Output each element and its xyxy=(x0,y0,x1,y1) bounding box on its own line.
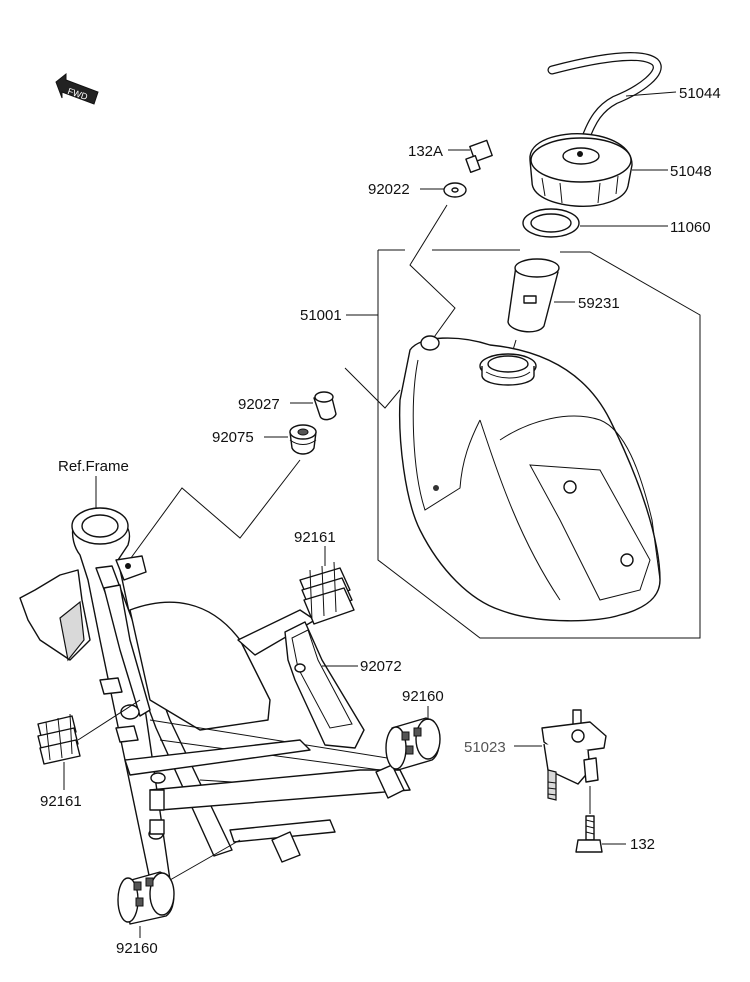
damper-92161-left xyxy=(37,699,141,790)
damper-92160-bottom xyxy=(117,839,241,938)
damper-92160-right xyxy=(385,706,441,771)
label-11060: 11060 xyxy=(670,219,711,236)
label-92161-top: 92161 xyxy=(294,529,336,546)
label-92075: 92075 xyxy=(212,429,254,446)
grommet-92075 xyxy=(127,424,317,563)
assembly-outline xyxy=(344,204,701,639)
label-ref-frame: Ref.Frame xyxy=(58,458,129,475)
bolt-132A xyxy=(448,139,493,173)
label-51048: 51048 xyxy=(670,163,712,180)
fuel-cap-51048 xyxy=(529,133,668,208)
washer-92022 xyxy=(420,182,467,198)
label-51023: 51023 xyxy=(464,739,506,756)
collar-92027 xyxy=(290,391,337,421)
label-51001: 51001 xyxy=(300,307,342,324)
frame xyxy=(19,476,411,881)
fuel-hose-51044 xyxy=(547,52,677,145)
band-92072 xyxy=(284,621,365,749)
label-59231: 59231 xyxy=(578,295,620,312)
fuel-cock-51023 xyxy=(514,709,607,801)
label-132A: 132A xyxy=(408,143,443,160)
gasket-11060 xyxy=(522,208,668,238)
label-92160-bottom: 92160 xyxy=(116,940,158,957)
damper-92161-top xyxy=(299,546,355,625)
bolt-132 xyxy=(575,786,626,853)
label-92160-right: 92160 xyxy=(402,688,444,705)
label-92027: 92027 xyxy=(238,396,280,413)
filter-59231 xyxy=(507,258,575,333)
label-92072: 92072 xyxy=(360,658,402,675)
fuel-tank-51001 xyxy=(398,335,661,622)
fwd-arrow-icon: FWD xyxy=(55,72,99,105)
label-92161-left: 92161 xyxy=(40,793,82,810)
label-51044: 51044 xyxy=(679,85,721,102)
label-132: 132 xyxy=(630,836,655,853)
label-92022: 92022 xyxy=(368,181,410,198)
